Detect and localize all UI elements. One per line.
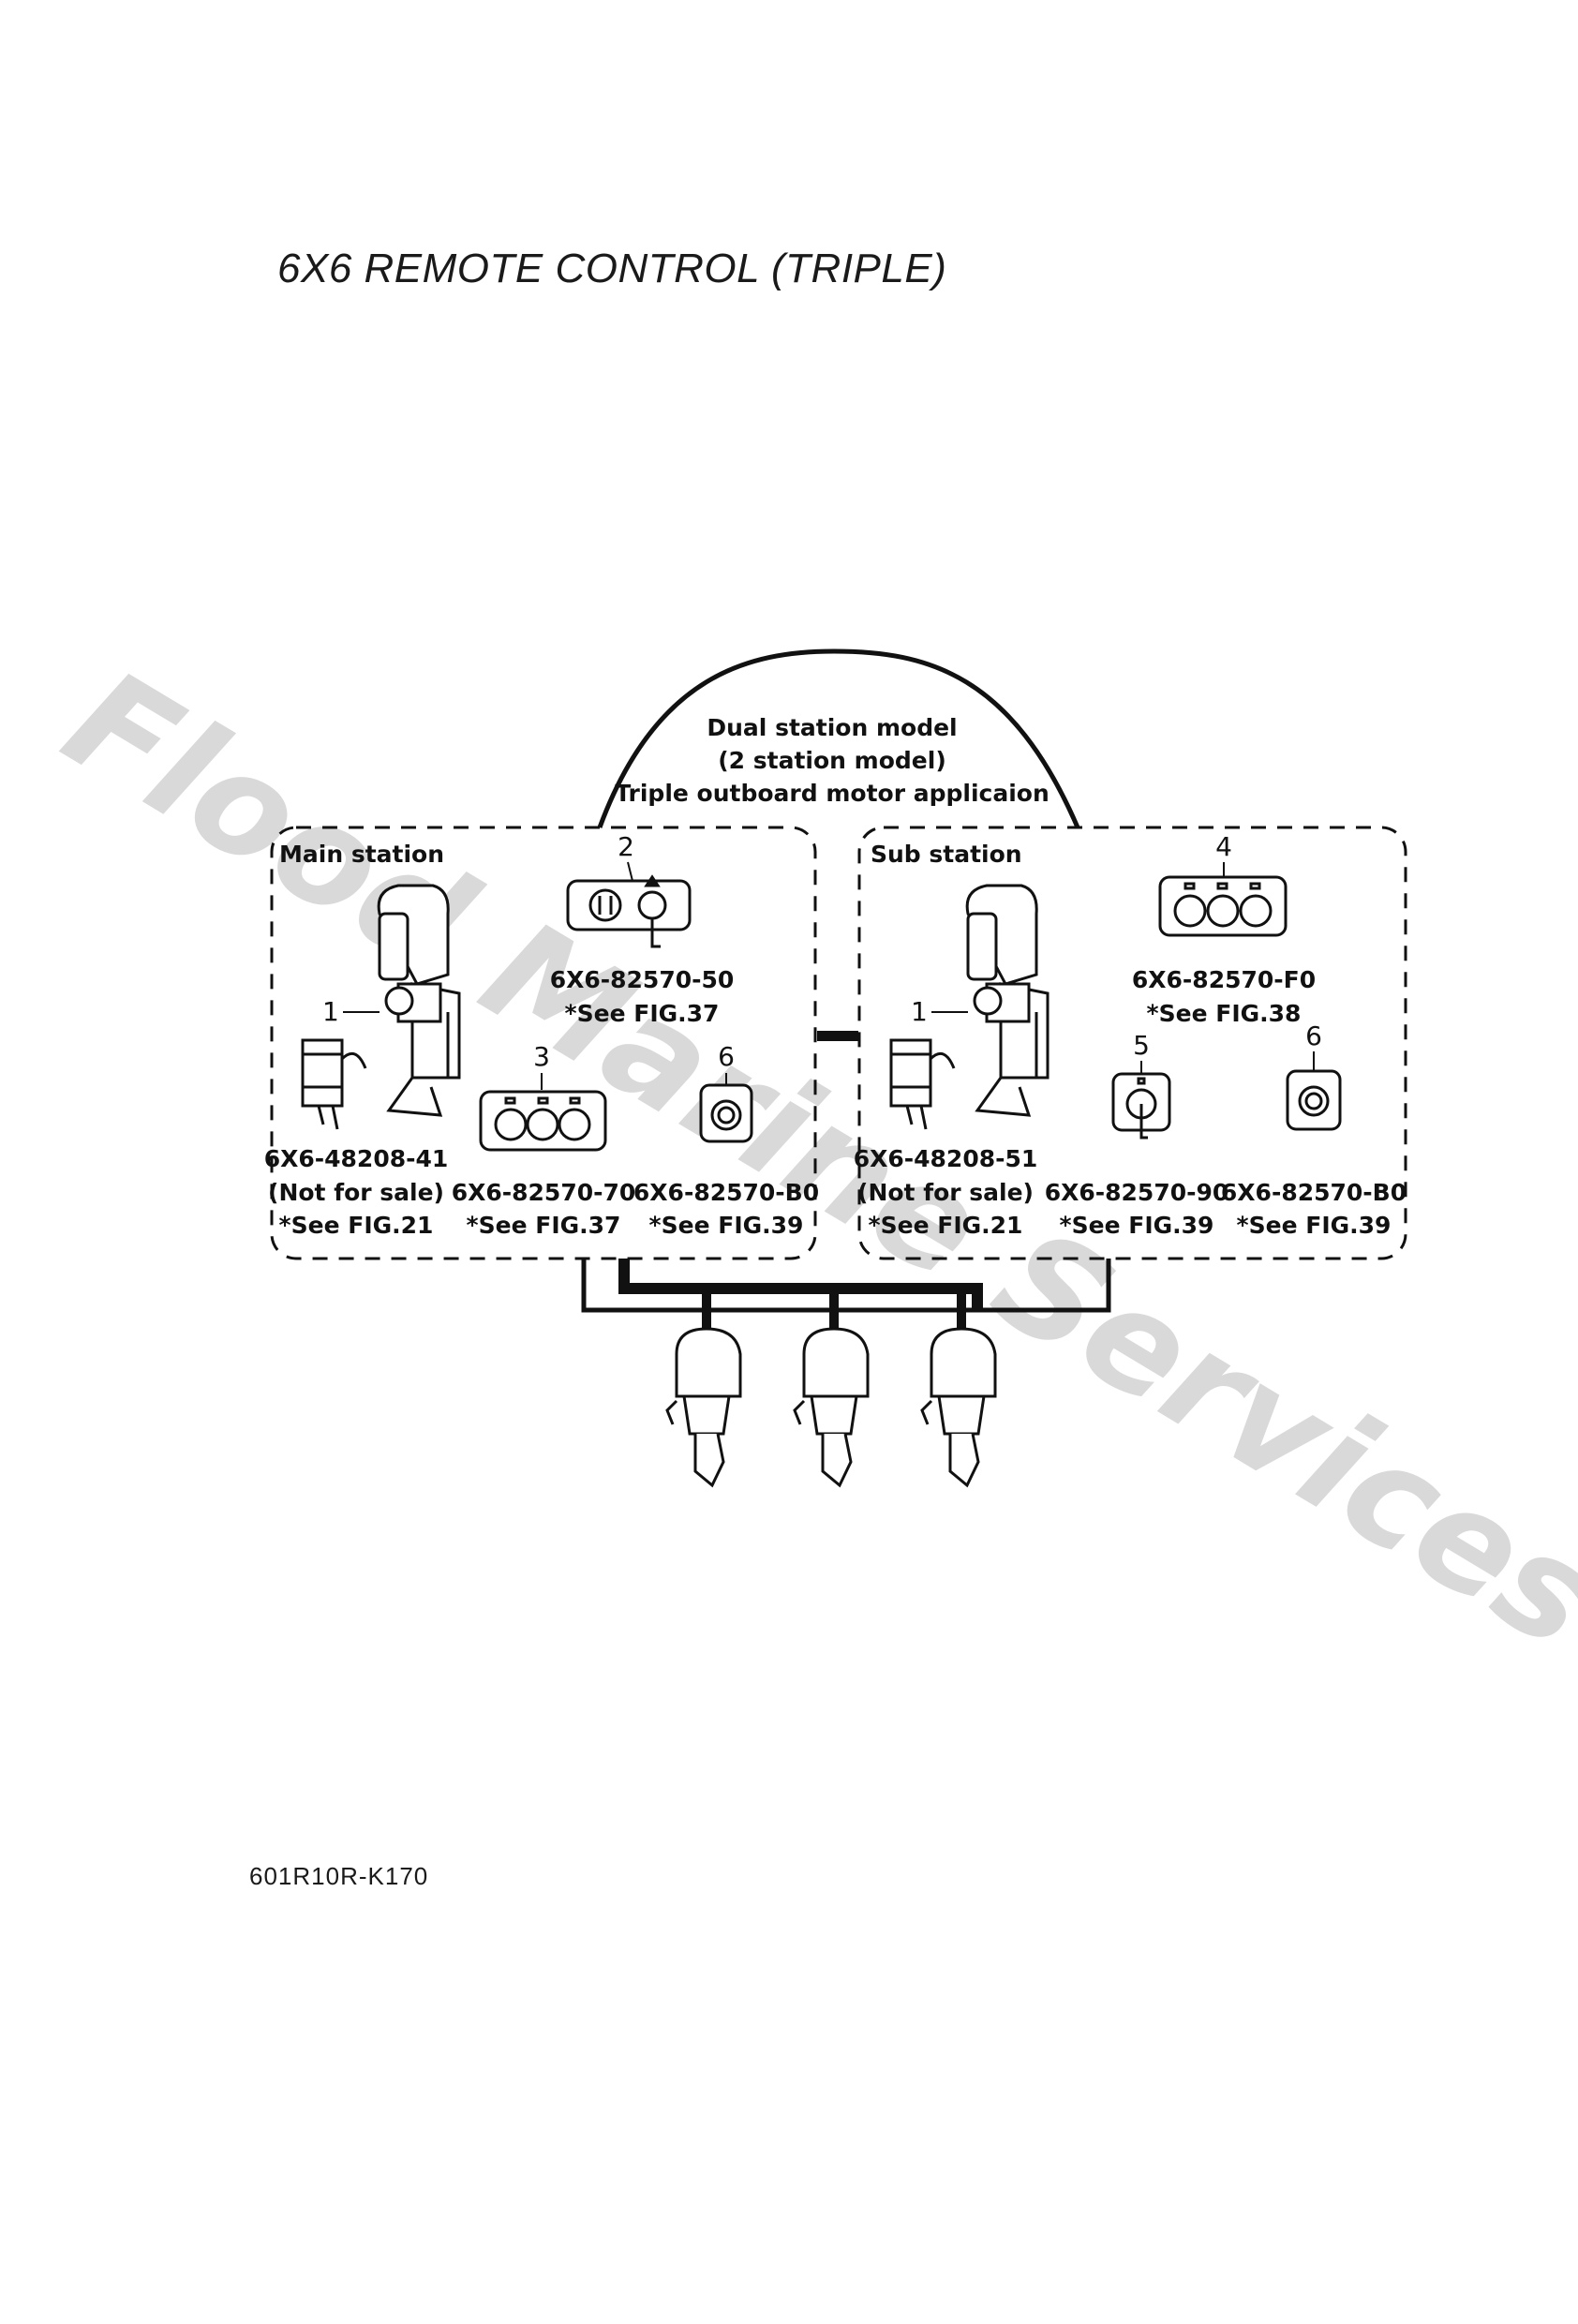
main-item-1-number: 1 xyxy=(322,996,339,1027)
sub-station-label: Sub station xyxy=(871,841,1022,868)
main-item-1-ref: *See FIG.21 xyxy=(279,1212,434,1239)
main-item-1-note: (Not for sale) xyxy=(268,1179,444,1206)
main-item-3-number: 3 xyxy=(533,1041,550,1072)
sub-item-4-part: 6X6-82570-F0 xyxy=(1132,966,1316,993)
sub-item-6-ref: *See FIG.39 xyxy=(1237,1212,1392,1239)
sub-item-1-number: 1 xyxy=(911,996,928,1027)
sub-item-5-part: 6X6-82570-90 xyxy=(1045,1179,1229,1206)
outboard-motor-icon xyxy=(667,1329,740,1485)
station-link xyxy=(817,1031,858,1041)
sub-item-6-number: 6 xyxy=(1305,1020,1322,1051)
banner-line-1: Dual station model xyxy=(707,714,957,741)
banner-line-3: Triple outboard motor applicaion xyxy=(615,780,1050,807)
main-item-6-part: 6X6-82570-B0 xyxy=(633,1179,819,1206)
banner-line-2: (2 station model) xyxy=(718,747,946,774)
sub-item-6-part: 6X6-82570-B0 xyxy=(1221,1179,1407,1206)
main-item-3-part: 6X6-82570-70 xyxy=(452,1179,636,1206)
single-switch-panel-icon xyxy=(1288,1071,1340,1129)
single-switch-panel-icon xyxy=(701,1085,752,1141)
sub-item-4-ref: *See FIG.38 xyxy=(1147,1000,1302,1027)
main-item-2-ref: *See FIG.37 xyxy=(565,1000,720,1027)
main-item-6-number: 6 xyxy=(718,1041,735,1072)
main-item-6-ref: *See FIG.39 xyxy=(649,1212,804,1239)
sub-item-5-number: 5 xyxy=(1133,1030,1150,1061)
main-station-label: Main station xyxy=(279,841,444,868)
sub-item-1-ref: *See FIG.21 xyxy=(869,1212,1023,1239)
key-switch-icon xyxy=(1113,1074,1169,1138)
triple-switch-panel-icon xyxy=(1160,877,1286,935)
sub-item-1-part: 6X6-48208-51 xyxy=(854,1145,1038,1172)
outboard-motor-icon xyxy=(795,1329,868,1485)
sub-item-1-note: (Not for sale) xyxy=(857,1179,1034,1206)
outboard-motor-icon xyxy=(922,1329,995,1485)
main-item-2-part: 6X6-82570-50 xyxy=(550,966,735,993)
sub-item-5-ref: *See FIG.39 xyxy=(1060,1212,1214,1239)
triple-switch-panel-icon xyxy=(481,1092,605,1150)
main-item-2-number: 2 xyxy=(618,831,634,862)
main-item-1-part: 6X6-48208-41 xyxy=(264,1145,449,1172)
main-item-3-ref: *See FIG.37 xyxy=(467,1212,621,1239)
sub-item-4-number: 4 xyxy=(1215,831,1232,862)
